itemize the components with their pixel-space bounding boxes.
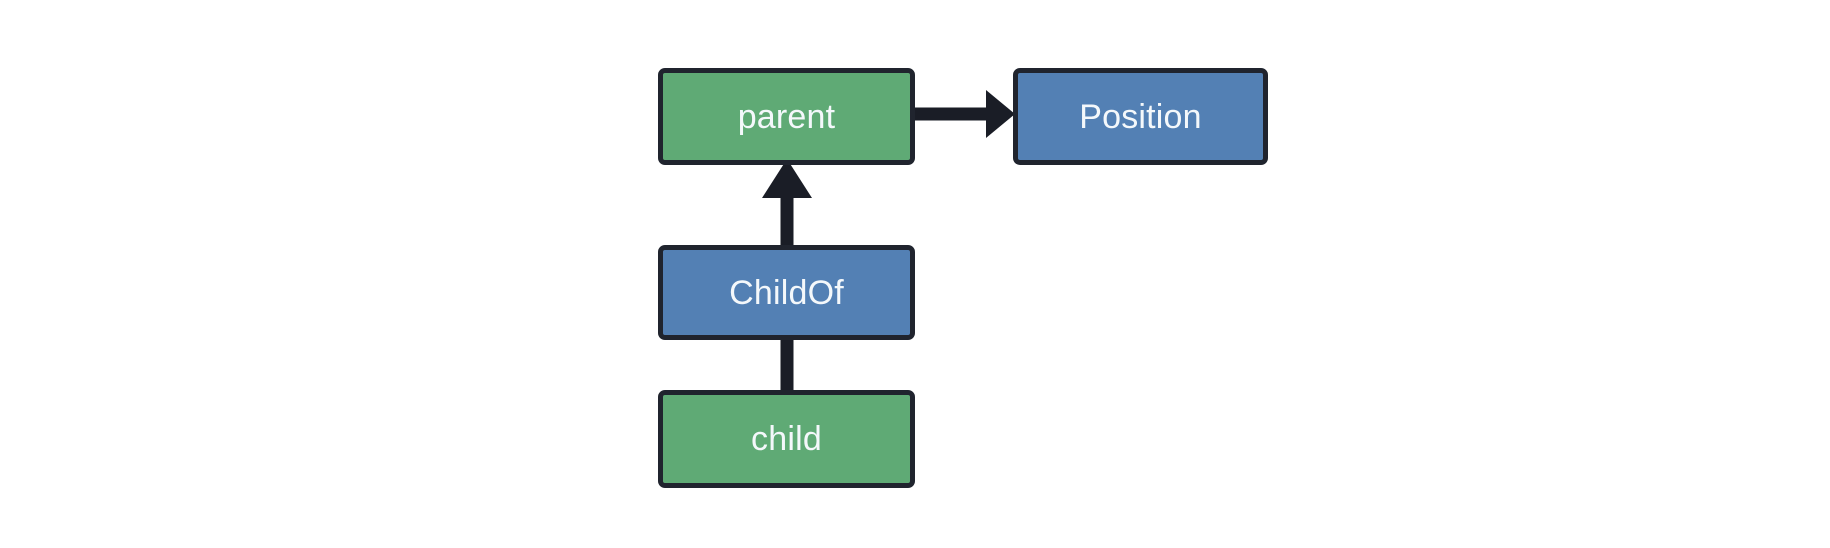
node-parent[interactable]: parent [658, 68, 915, 165]
node-position-label: Position [1079, 97, 1202, 136]
node-parent-label: parent [737, 97, 836, 136]
node-child-label: child [751, 420, 822, 458]
node-position[interactable]: Position [1013, 68, 1268, 165]
node-childof-label: ChildOf [729, 273, 844, 312]
edge-parent-to-position [915, 90, 1015, 138]
edge-childof-to-parent [762, 159, 812, 245]
node-childof[interactable]: ChildOf [658, 245, 915, 340]
edge-parent-to-position-arrowhead [986, 90, 1015, 138]
node-child[interactable]: child [658, 390, 915, 488]
